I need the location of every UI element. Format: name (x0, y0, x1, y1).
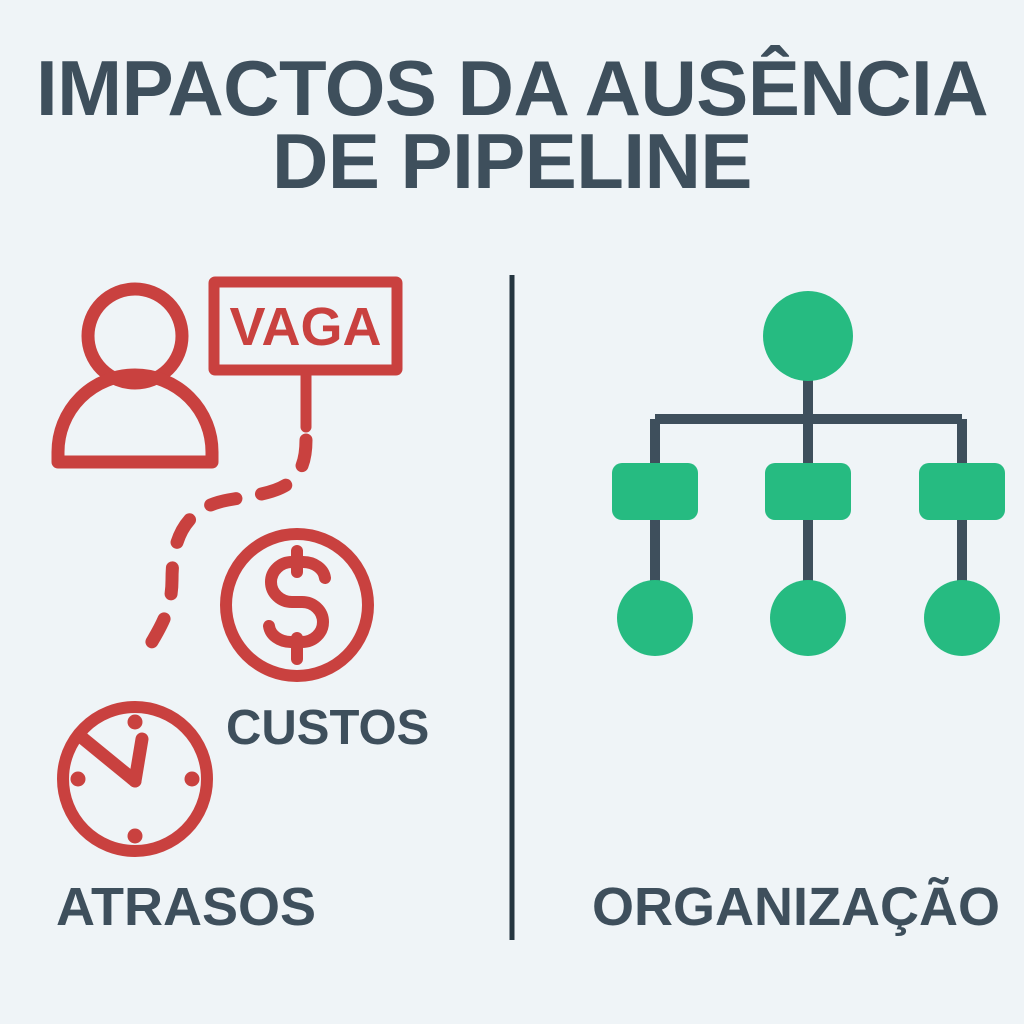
page-title-line-1: IMPACTOS DA AUSÊNCIA (35, 44, 989, 132)
clock-icon (57, 701, 213, 857)
org-node-level3-left (617, 580, 693, 656)
page-title: IMPACTOS DA AUSÊNCIA DE PIPELINE (0, 44, 1024, 206)
label-organizacao: ORGANIZAÇÃO (592, 877, 1000, 937)
clock-tick-12 (127, 714, 143, 730)
clock-hand-minute (73, 729, 142, 788)
clock-tick-6 (127, 828, 143, 844)
org-node-level3-center (770, 580, 846, 656)
person-icon (51, 282, 219, 469)
clock-tick-3 (184, 771, 200, 787)
org-node-level2-left (612, 463, 698, 520)
vaga-sign-label: VAGA (229, 297, 382, 357)
dollar-coin-icon (220, 528, 374, 682)
clock-hand-hour (128, 732, 149, 788)
page-title-line-2: DE PIPELINE (272, 117, 752, 206)
org-node-level2-center (765, 463, 851, 520)
vaga-sign-icon (208, 276, 403, 433)
org-chart-connectors (650, 378, 967, 586)
org-node-level3-right (924, 580, 1000, 656)
clock-tick-9 (70, 771, 86, 787)
org-node-root (763, 291, 853, 381)
dashed-path-icon (133, 433, 313, 671)
org-chart-icon (612, 291, 1005, 656)
label-custos: CUSTOS (226, 701, 430, 755)
label-atrasos: ATRASOS (56, 877, 317, 937)
org-node-level2-right (919, 463, 1005, 520)
